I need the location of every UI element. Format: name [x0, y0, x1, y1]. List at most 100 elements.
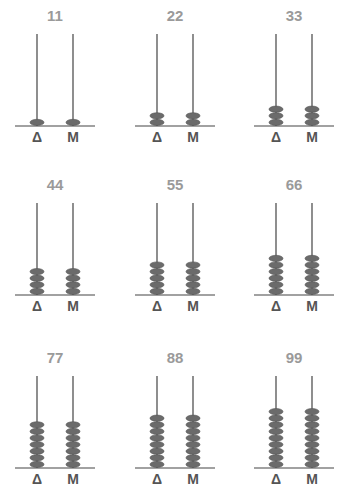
abacus-bead	[30, 442, 44, 448]
abacus-bead	[66, 288, 80, 294]
abacus-bead	[30, 282, 44, 288]
abacus-bead	[150, 288, 164, 294]
abacus-bead	[269, 262, 283, 268]
rod-label: M	[187, 472, 199, 486]
abacus-bead	[269, 409, 283, 415]
abacus-bead	[305, 455, 319, 461]
abacus-bead	[305, 113, 319, 119]
abacus-bead	[66, 422, 80, 428]
abacus-bead	[269, 435, 283, 441]
abacus-bead	[186, 455, 200, 461]
abacus-bead	[186, 422, 200, 428]
abacus-bead	[66, 448, 80, 454]
rod-label: M	[67, 299, 79, 313]
abacus-bead	[150, 119, 164, 125]
abacus-bead	[269, 113, 283, 119]
abacus-bead	[150, 282, 164, 288]
rod-label: Δ	[271, 299, 281, 313]
abacus-base	[254, 294, 334, 295]
rod-label: M	[187, 299, 199, 313]
abacus-bead	[66, 428, 80, 434]
abacus-bead	[269, 255, 283, 261]
rod-label: Δ	[32, 130, 42, 144]
abacus-bead	[269, 428, 283, 434]
abacus-bead	[305, 262, 319, 268]
abacus-bead	[66, 119, 80, 125]
abacus-rod	[36, 34, 37, 126]
abacus-bead	[269, 275, 283, 281]
abacus-bead	[305, 461, 319, 467]
abacus-rod	[156, 34, 157, 126]
abacus-bead	[30, 275, 44, 281]
abacus-bead	[186, 442, 200, 448]
abacus-bead	[30, 288, 44, 294]
abacus-base	[254, 125, 334, 126]
abacus-bead	[150, 448, 164, 454]
abacus-bead	[30, 422, 44, 428]
abacus-bead	[66, 442, 80, 448]
abacus-bead	[269, 442, 283, 448]
abacus-bead	[305, 288, 319, 294]
abacus-bead	[269, 269, 283, 275]
abacus-bead	[269, 106, 283, 112]
abacus-bead	[305, 409, 319, 415]
value-number: 11	[47, 8, 63, 23]
abacus-bead	[30, 461, 44, 467]
abacus-bead	[186, 269, 200, 275]
rod-label: Δ	[32, 299, 42, 313]
abacus-bead	[150, 113, 164, 119]
abacus-bead	[150, 422, 164, 428]
abacus-bead	[150, 428, 164, 434]
abacus-bead	[66, 282, 80, 288]
abacus-bead	[186, 415, 200, 421]
abacus-bead	[269, 422, 283, 428]
abacus-bead	[150, 442, 164, 448]
rod-label: Δ	[152, 130, 162, 144]
abacus-bead	[305, 442, 319, 448]
rod-label: M	[306, 472, 318, 486]
abacus-bead	[269, 455, 283, 461]
abacus-bead	[150, 461, 164, 467]
rod-label: Δ	[32, 472, 42, 486]
rod-label: M	[67, 472, 79, 486]
value-number: 44	[47, 177, 64, 192]
abacus-bead	[305, 119, 319, 125]
abacus-base	[254, 467, 334, 468]
abacus-bead	[150, 415, 164, 421]
abacus-bead	[186, 435, 200, 441]
abacus-bead	[66, 435, 80, 441]
abacus-bead	[305, 106, 319, 112]
abacus-bead	[305, 435, 319, 441]
abacus-bead	[269, 461, 283, 467]
value-number: 88	[167, 350, 184, 365]
abacus-bead	[269, 288, 283, 294]
abacus-bead	[186, 448, 200, 454]
abacus-bead	[305, 269, 319, 275]
abacus-bead	[186, 428, 200, 434]
abacus-base	[15, 125, 95, 126]
abacus-bead	[150, 435, 164, 441]
rod-label: M	[67, 130, 79, 144]
abacus-bead	[305, 282, 319, 288]
abacus-bead	[305, 275, 319, 281]
abacus-bead	[30, 455, 44, 461]
abacus-bead	[186, 282, 200, 288]
rod-label: M	[306, 130, 318, 144]
abacus-bead	[186, 119, 200, 125]
abacus-bead	[186, 113, 200, 119]
abacus-bead	[269, 448, 283, 454]
abacus-rod	[192, 34, 193, 126]
value-number: 77	[47, 350, 64, 365]
abacus-bead	[269, 415, 283, 421]
abacus-bead	[305, 448, 319, 454]
abacus-bead	[150, 269, 164, 275]
value-number: 66	[286, 177, 303, 192]
value-number: 33	[286, 8, 303, 23]
abacus-bead	[305, 428, 319, 434]
abacus-bead	[305, 255, 319, 261]
abacus-bead	[150, 275, 164, 281]
rod-label: M	[187, 130, 199, 144]
abacus-base	[135, 294, 215, 295]
abacus-bead	[305, 422, 319, 428]
rod-label: Δ	[152, 299, 162, 313]
